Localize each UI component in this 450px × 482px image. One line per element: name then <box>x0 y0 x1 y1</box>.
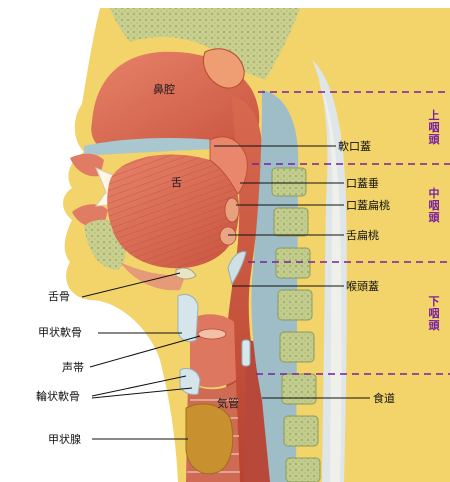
hyoid-bone-shape <box>175 267 197 280</box>
leader-cricoid-1 <box>91 375 187 397</box>
upper-lip <box>70 153 104 177</box>
label-cricoid-cartilage: 輪状軟骨 <box>36 390 80 403</box>
soft-palate-shape <box>209 136 248 195</box>
label-nasal-cavity: 鼻腔 <box>153 83 175 96</box>
label-esophagus: 食道 <box>373 392 395 405</box>
leader-vocal-cords <box>89 335 201 368</box>
region-oropharynx-char-1: 中 <box>428 187 440 200</box>
region-laryngopharynx: 下 咽 頭 <box>427 296 441 332</box>
floor-of-mouth <box>120 262 186 291</box>
hard-palate <box>84 138 232 156</box>
label-trachea: 気管 <box>217 397 239 410</box>
label-epiglottis: 喉頭蓋 <box>346 280 379 293</box>
label-lingual-tonsil: 舌扁桃 <box>346 229 379 242</box>
region-nasopharynx-char-2: 咽 <box>428 121 440 134</box>
oral-region <box>70 153 239 291</box>
lingual-tonsil-shape <box>219 226 237 246</box>
spinal-cord <box>318 80 342 482</box>
region-laryngopharynx-char-1: 下 <box>428 295 440 308</box>
region-laryngopharynx-char-2: 咽 <box>428 307 440 320</box>
palatine-tonsil-shape <box>224 197 240 223</box>
label-hyoid-bone: 舌骨 <box>48 290 70 303</box>
label-thyroid-cartilage: 甲状軟骨 <box>38 326 82 339</box>
region-nasopharynx-char-1: 上 <box>428 109 440 122</box>
label-tongue: 舌 <box>171 176 182 189</box>
region-dividers <box>248 91 450 375</box>
epiglottis-shape <box>227 251 247 286</box>
nasal-cavity-region <box>84 48 260 156</box>
leader-lines <box>81 145 370 440</box>
neck-structures <box>175 267 234 475</box>
nasal-turbinate <box>203 48 245 89</box>
label-vocal-cords: 声帯 <box>62 361 84 374</box>
region-oropharynx: 中 咽 頭 <box>427 188 441 224</box>
label-uvula: 口蓋垂 <box>346 177 379 190</box>
region-oropharynx-char-3: 頭 <box>428 211 440 224</box>
region-nasopharynx-char-3: 頭 <box>428 133 440 146</box>
label-thyroid-gland: 甲状腺 <box>48 433 81 446</box>
label-palatine-tonsil: 口蓋扁桃 <box>346 199 390 212</box>
thyroid-gland-shape <box>185 403 234 475</box>
leader-hyoid <box>81 272 181 298</box>
region-oropharynx-char-2: 咽 <box>428 199 440 212</box>
region-laryngopharynx-char-3: 頭 <box>428 319 440 332</box>
vocal-cord-shape <box>197 328 227 340</box>
leader-cricoid-2 <box>91 387 193 399</box>
thyroid-cartilage-shape <box>177 293 199 343</box>
label-soft-palate: 軟口蓋 <box>338 140 371 153</box>
arytenoid-cartilage <box>241 339 251 367</box>
region-nasopharynx: 上 咽 頭 <box>427 110 441 146</box>
